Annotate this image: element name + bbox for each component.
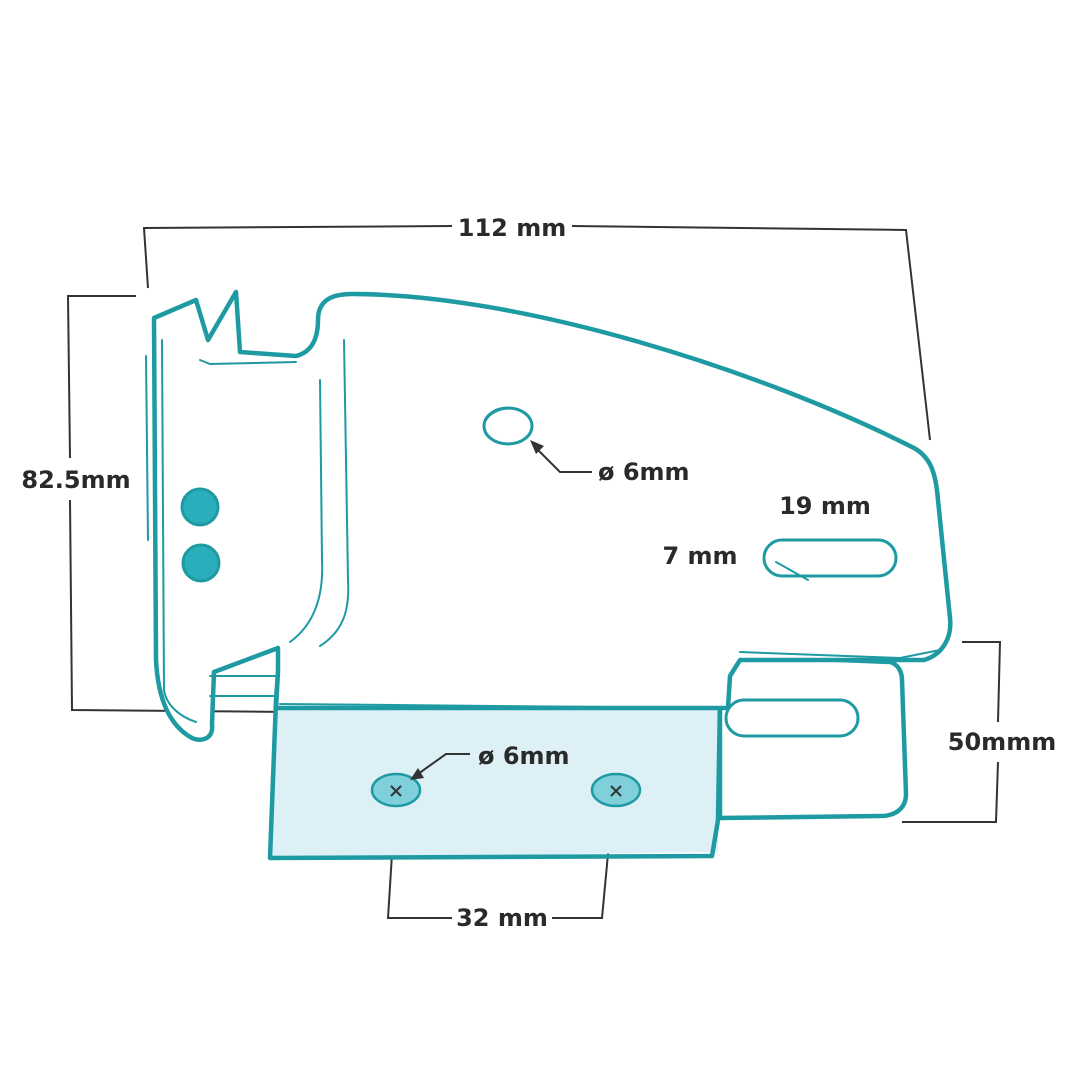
top-hole-leader <box>535 447 592 473</box>
base-height-dimension-line <box>902 641 1002 823</box>
width-dimension-line <box>142 225 931 441</box>
left-fold-line <box>145 339 197 723</box>
base-hole-left-mark <box>390 785 402 797</box>
bend-line-2 <box>319 339 350 647</box>
top-notch-line <box>199 359 297 366</box>
rivet-lower <box>181 543 221 583</box>
main-plate <box>151 289 953 742</box>
height-dimension-line <box>66 295 293 713</box>
holes <box>180 406 898 808</box>
base-hole-leader <box>417 753 470 775</box>
base-holes-label: ø 6mm <box>478 742 570 770</box>
base-hole-arrow <box>410 768 424 780</box>
hole-spacing-label: 32 mm <box>456 904 548 932</box>
slot-length-label: 19 mm <box>779 492 871 520</box>
width-label: 112 mm <box>458 214 566 242</box>
height-label: 82.5mm <box>21 466 130 494</box>
dimension-lines <box>66 225 1002 919</box>
side-slot-edge <box>775 561 809 581</box>
base-hole-right-mark <box>610 785 622 797</box>
bend-line-1 <box>289 379 324 643</box>
rear-slot <box>724 698 860 738</box>
dimension-labels: 112 mm 82.5mm ø 6mm 19 mm 7 mm ø 6mm 50m… <box>21 214 1056 932</box>
slot-width-label: 7 mm <box>662 542 737 570</box>
side-slot <box>762 538 898 578</box>
top-hole-rim <box>485 407 531 421</box>
top-hole-arrow <box>530 440 544 454</box>
base-fold-line <box>279 703 721 709</box>
right-plate-line <box>739 649 941 660</box>
leaders <box>410 440 592 780</box>
rivet-upper <box>180 487 220 527</box>
top-hole-label: ø 6mm <box>598 458 690 486</box>
base-plate-fill <box>272 704 720 858</box>
base-height-label: 50mmm <box>948 728 1056 756</box>
left-foot-line <box>209 675 277 697</box>
